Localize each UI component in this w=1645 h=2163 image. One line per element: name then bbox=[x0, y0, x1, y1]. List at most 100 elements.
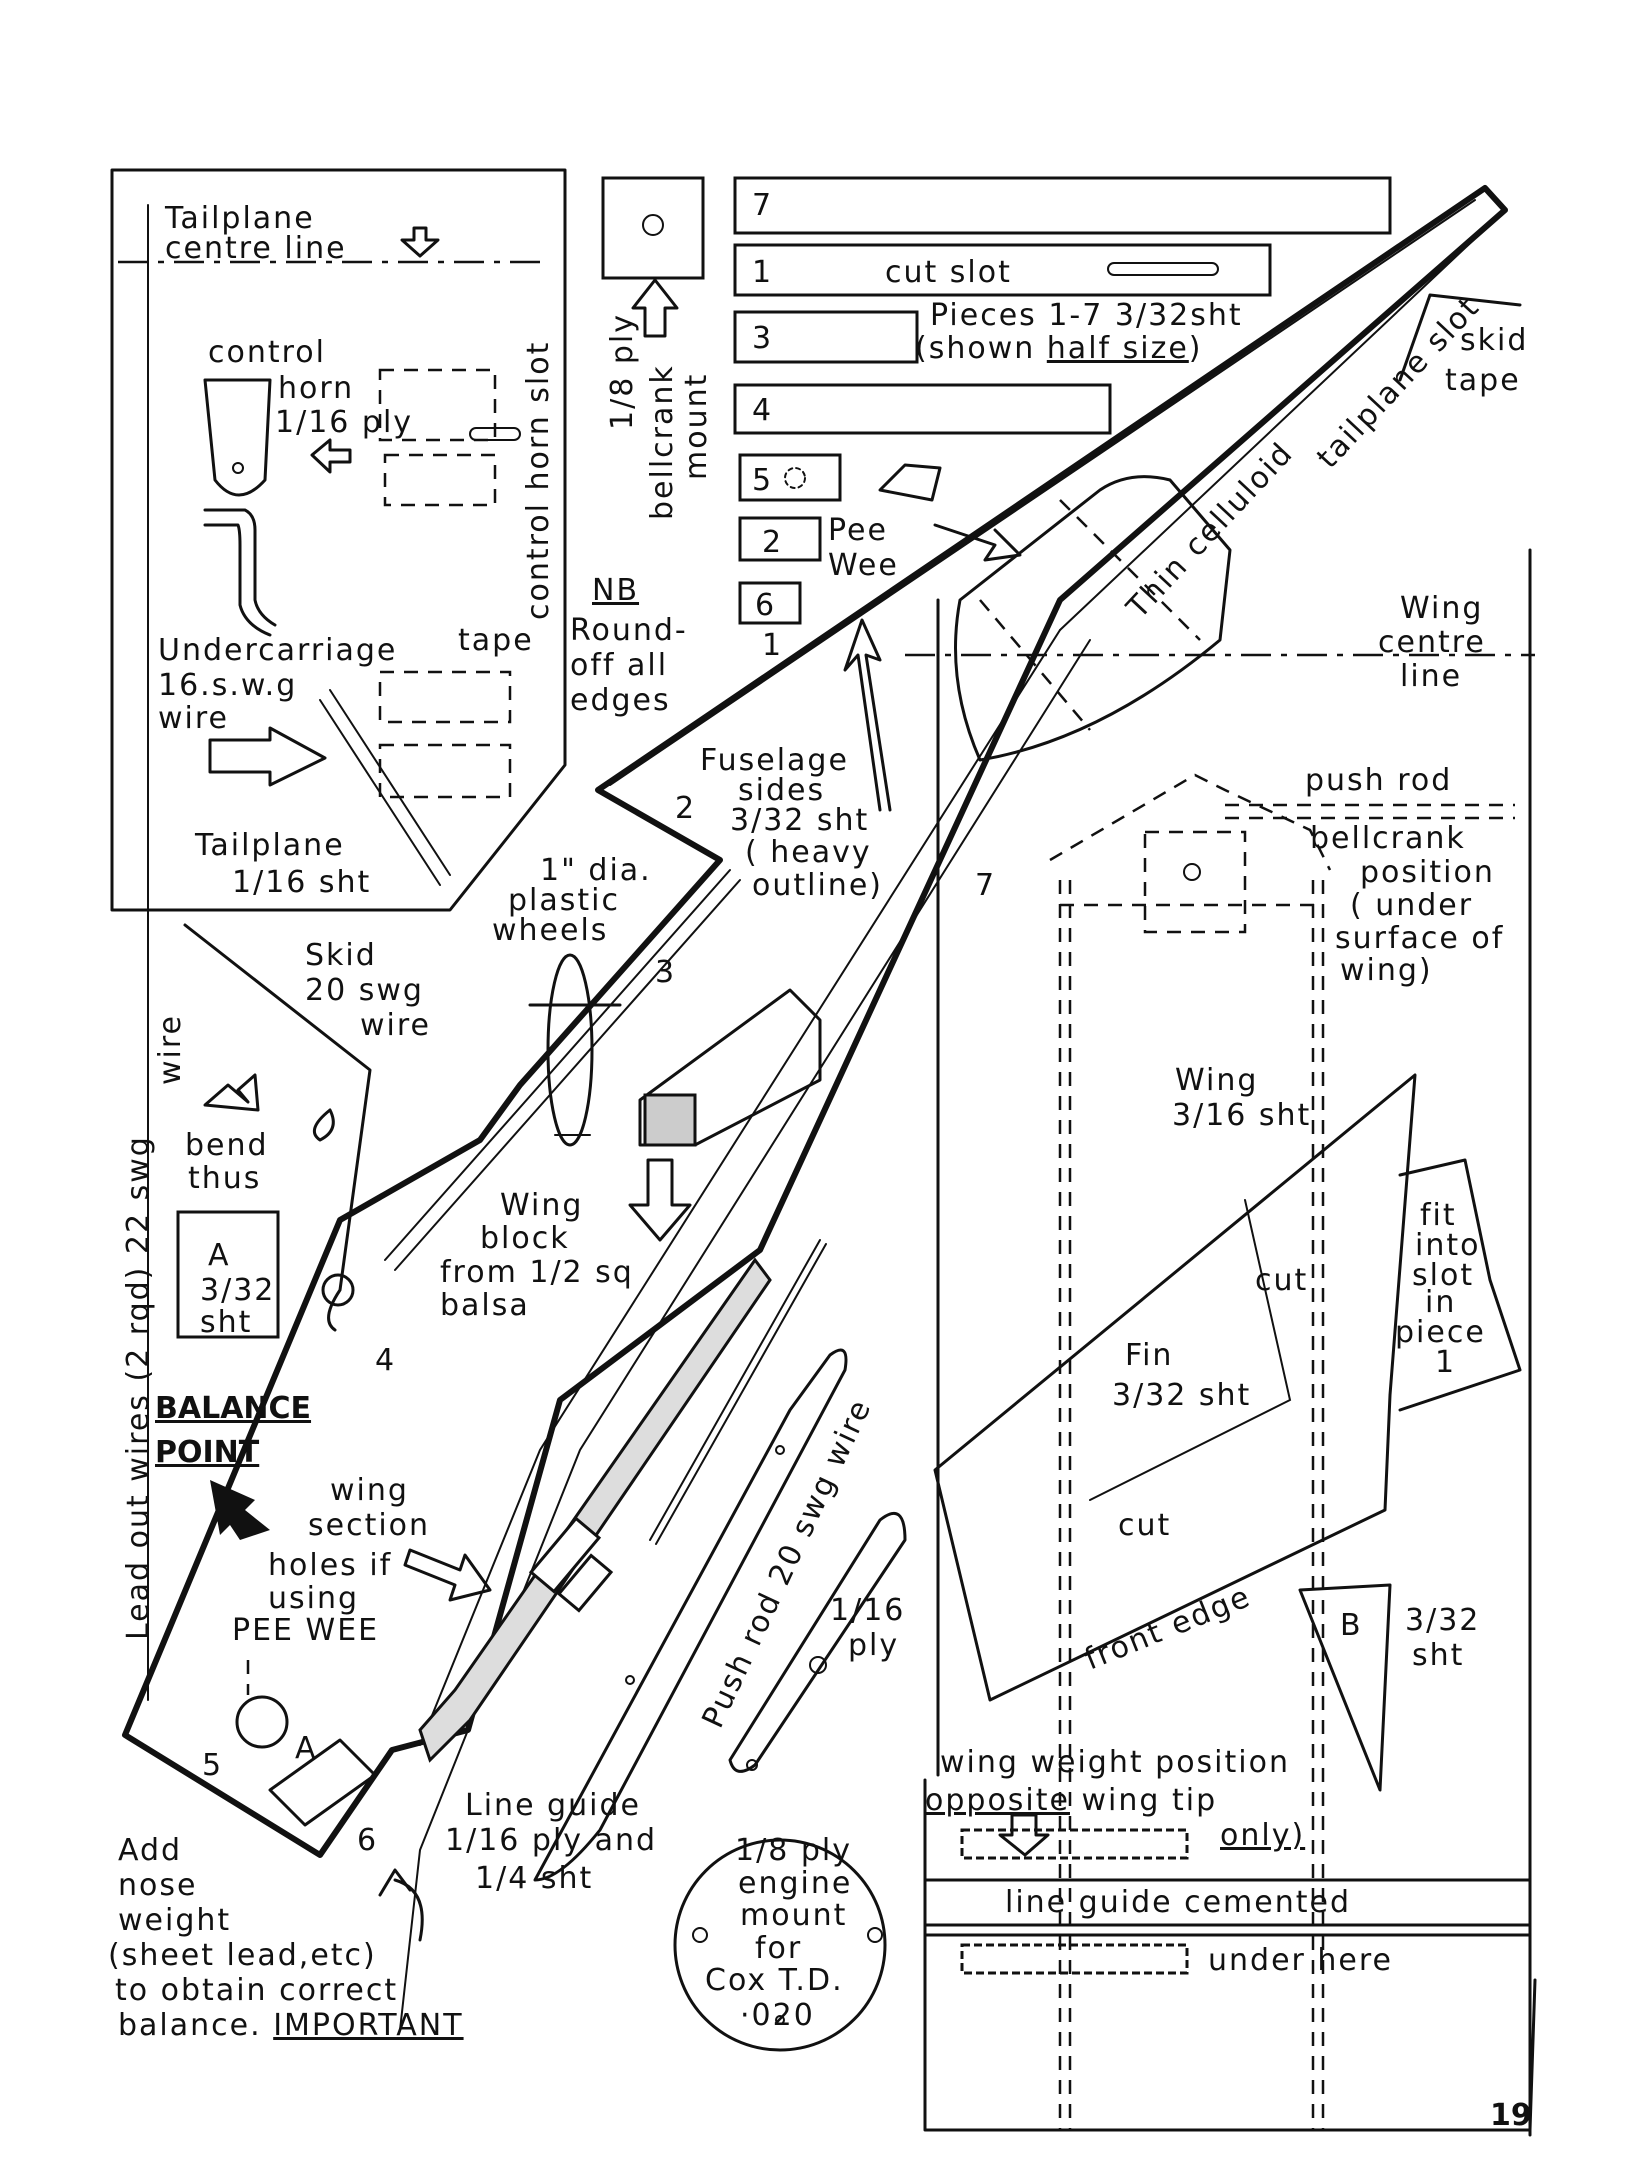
piece-3-marker: 3 bbox=[655, 955, 676, 990]
pieces-note: Pieces 1-7 3/32sht bbox=[930, 298, 1243, 333]
pointer-arrow-icon bbox=[933, 523, 1022, 562]
wing-block-label-2: block bbox=[480, 1221, 570, 1256]
piece-a-label: A bbox=[208, 1238, 231, 1273]
engine-mount-circle bbox=[673, 1838, 887, 2052]
cut-slot-label: cut slot bbox=[885, 255, 1012, 290]
horn-label: horn bbox=[278, 371, 354, 406]
left-arrow-icon bbox=[310, 438, 352, 474]
piece-a-thickness: 3/32 bbox=[200, 1273, 275, 1308]
lead-out-wire-word: wire bbox=[153, 1014, 188, 1085]
piece-2-marker: 2 bbox=[675, 791, 696, 826]
fuselage-side-label: Fuselage bbox=[700, 743, 849, 778]
piece-7-marker: 7 bbox=[975, 868, 996, 903]
line-guide-label-3: 1/4 sht bbox=[475, 1861, 593, 1896]
fit-into-slot-5: piece bbox=[1395, 1315, 1486, 1350]
nb-line-2: off all bbox=[570, 648, 668, 683]
line-guide-cemented-1: line guide cemented bbox=[1005, 1885, 1351, 1920]
balance-arrow-icon bbox=[210, 1480, 270, 1540]
nose-weight-4: (sheet lead,etc) bbox=[108, 1938, 377, 1973]
pee-wee-holes-1: holes if bbox=[268, 1548, 392, 1583]
nb-line-1: Round- bbox=[570, 613, 688, 648]
cut-label-1: cut bbox=[1255, 1263, 1308, 1298]
cut-label-2: cut bbox=[1118, 1508, 1171, 1543]
lead-out-wires-label: Lead out wires (2 rqd) 22 swg bbox=[121, 1135, 156, 1640]
ply-label-1: 1/16 bbox=[830, 1593, 905, 1628]
right-arrow-icon bbox=[208, 726, 327, 787]
wing-centre-line-label-2: centre bbox=[1378, 625, 1486, 660]
bellcrank-position-4: surface of bbox=[1335, 921, 1504, 956]
wing-block-label-1: Wing bbox=[500, 1188, 583, 1223]
balance-point-label-2: POINT bbox=[155, 1435, 260, 1470]
piece-4-marker: 4 bbox=[375, 1343, 396, 1378]
wing: Wing centre line push rod bellcrank posi… bbox=[905, 548, 1537, 2137]
curve-arrow-icon bbox=[393, 1878, 424, 1942]
piece-7-number: 7 bbox=[752, 188, 773, 223]
wing-centre-line-label-1: Wing bbox=[1400, 591, 1483, 626]
nb-note: NB Round- off all edges bbox=[570, 573, 688, 718]
skid-wire: Skid 20 swg wire bend thus bbox=[183, 923, 431, 1332]
piece-a-sht: sht bbox=[200, 1305, 252, 1340]
engine-mount-2: engine bbox=[738, 1866, 852, 1901]
engine-mount-5: Cox T.D. bbox=[705, 1963, 844, 1998]
ply-label-2: ply bbox=[848, 1628, 899, 1663]
wheels-label: wheels bbox=[492, 913, 608, 948]
line-guide-part bbox=[533, 1348, 848, 1882]
nose-weight-6b: IMPORTANT bbox=[273, 2008, 463, 2043]
fin-label-1: Fin bbox=[1125, 1338, 1173, 1373]
nose-weight-6a: balance. bbox=[118, 2008, 273, 2043]
up-arrow-icon-2 bbox=[843, 618, 892, 812]
skid-wire-label-2: 20 swg bbox=[305, 973, 424, 1008]
tailplane-centre-line-label-2: centre line bbox=[165, 231, 347, 266]
undercarriage-wire bbox=[203, 508, 277, 627]
bellcrank-position-5: wing) bbox=[1340, 953, 1433, 988]
tape-label: tape bbox=[458, 623, 534, 658]
tailplane-panel: Tailplane centre line control horn 1/16 … bbox=[110, 168, 567, 1701]
wing-block-label-4: balsa bbox=[440, 1288, 530, 1323]
piece-b-thickness: 3/32 bbox=[1405, 1603, 1480, 1638]
skid-tape-label: tape bbox=[1445, 363, 1521, 398]
tailplane-label: Tailplane bbox=[194, 828, 345, 863]
fuselage-thickness: 3/32 sht bbox=[730, 803, 869, 838]
skid-wire-shape bbox=[183, 923, 372, 1332]
left-notes: Lead out wires (2 rqd) 22 swg wire A 3/3… bbox=[121, 1014, 311, 1640]
piece-6-marker: 6 bbox=[357, 1823, 378, 1858]
pieces-note-close: ) bbox=[1189, 331, 1203, 366]
line-guide-cemented-2: under here bbox=[1208, 1943, 1393, 1978]
wheels-size: 1" dia. bbox=[540, 853, 652, 888]
nose-weight-2: nose bbox=[118, 1868, 197, 1903]
bellcrank-position-2: position bbox=[1360, 855, 1495, 890]
bellcrank-mount-mount: mount bbox=[679, 373, 714, 480]
pieces-list: 7 1 cut slot 3 Pieces 1-7 3/32sht (shown… bbox=[733, 176, 1392, 625]
thin-celluloid-label: Thin celluloid bbox=[1120, 436, 1301, 627]
undercarriage-wire-gauge: 16.s.w.g bbox=[158, 668, 297, 703]
pieces-note-half-size: half size bbox=[1047, 331, 1189, 366]
bellcrank-position-3: ( under bbox=[1350, 888, 1473, 923]
wing-weight-opposite: opposite bbox=[925, 1783, 1070, 1818]
fuselage-outline-label: outline) bbox=[752, 868, 883, 903]
piece-4-number: 4 bbox=[752, 393, 773, 428]
fuselage-sides-label: sides bbox=[738, 773, 825, 808]
wing-block bbox=[638, 988, 822, 1147]
nb-title: NB bbox=[592, 573, 639, 608]
fuselage-outline bbox=[122, 185, 1508, 1858]
celluloid-canopy bbox=[954, 475, 1232, 762]
piece-b-label: B bbox=[1340, 1608, 1363, 1643]
piece-b bbox=[1298, 1583, 1392, 1792]
pee-wee-holes-3: PEE WEE bbox=[232, 1613, 379, 1648]
engine-mount-3: mount bbox=[740, 1898, 847, 1933]
control-horn-slot-label: control horn slot bbox=[521, 341, 556, 620]
fit-into-slot-6: 1 bbox=[1435, 1345, 1456, 1380]
control-horn-part bbox=[203, 378, 272, 497]
fit-into-slot-2: into bbox=[1415, 1228, 1480, 1263]
skid-wire-label-3: wire bbox=[360, 1008, 431, 1043]
bellcrank-mount-word: bellcrank bbox=[645, 364, 680, 520]
bellcrank-mount-ply: 1/8 ply bbox=[605, 313, 640, 430]
tailplane-centre-line-label: Tailplane bbox=[164, 201, 315, 236]
piece-5-marker: 5 bbox=[202, 1748, 223, 1783]
bellcrank-mount: 1/8 ply bellcrank mount bbox=[601, 176, 714, 520]
wheels-material: plastic bbox=[508, 883, 620, 918]
wing-label-2: 3/16 sht bbox=[1172, 1098, 1311, 1133]
undercarriage-label: Undercarriage bbox=[158, 633, 397, 668]
ply-triangle-part bbox=[728, 1511, 907, 1773]
